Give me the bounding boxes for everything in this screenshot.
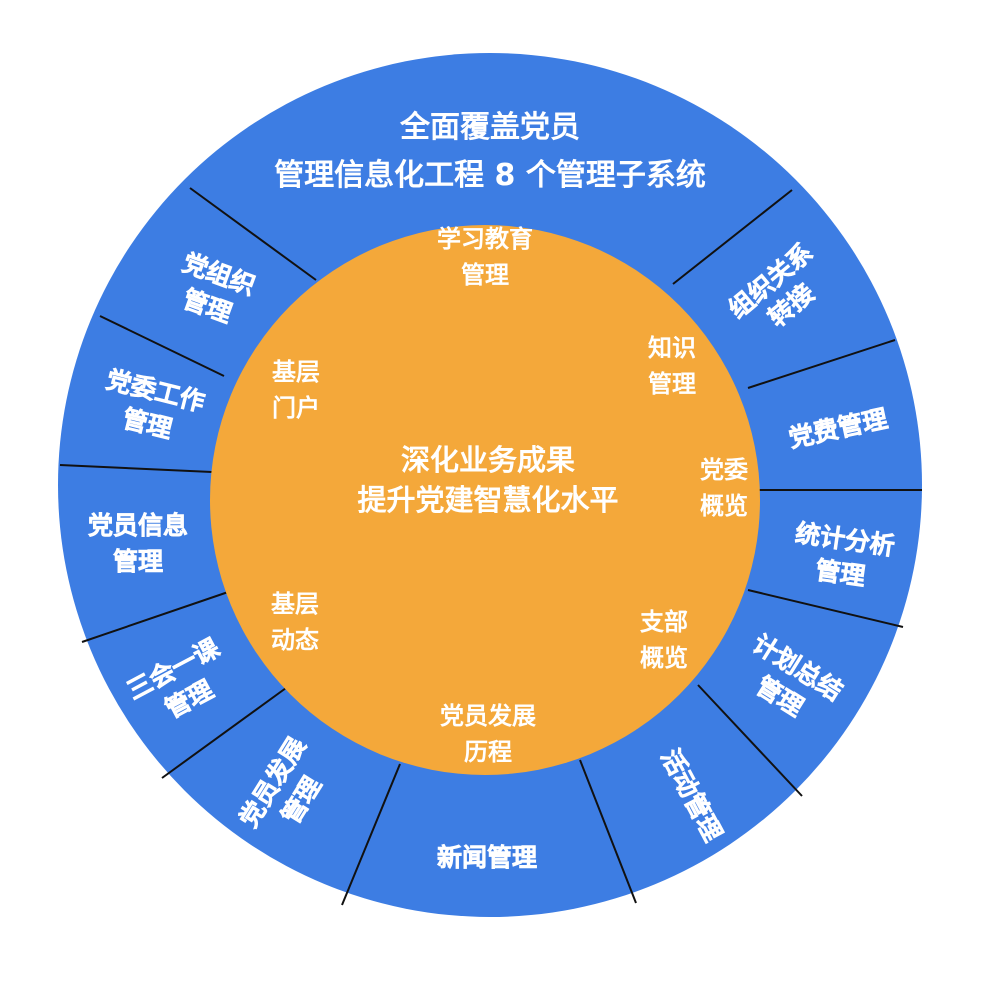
inner-item-xuexi[interactable]: 学习教育 管理: [437, 225, 533, 289]
inner-item-zhibu-gailan-line-2: 概览: [640, 644, 688, 672]
inner-item-zhishi-line-2: 管理: [648, 370, 696, 398]
segment-divider: [747, 339, 896, 389]
inner-item-dangwei-gailan-line-2: 概览: [700, 492, 748, 520]
segment-divider: [579, 759, 637, 904]
segment-divider: [99, 315, 225, 377]
inner-item-fazhan-licheng-line-2: 历程: [464, 738, 512, 766]
title-line-2: 管理信息化工程 8 个管理子系统: [274, 158, 706, 193]
segment-tongji-line-2: 管理: [814, 555, 868, 591]
inner-item-zhibu-gailan[interactable]: 支部 概览: [640, 608, 688, 672]
segment-dangyuan-xinxi-line-2: 管理: [113, 547, 163, 576]
inner-item-xuexi-line-2: 管理: [461, 261, 509, 289]
segment-divider: [747, 589, 904, 628]
inner-item-dangwei-gailan-line-1: 党委: [700, 456, 748, 484]
segment-dividers: [59, 187, 922, 906]
inner-item-jiceng-menhu[interactable]: 基层 门户: [272, 358, 320, 422]
segment-divider: [59, 464, 213, 473]
inner-item-zhishi[interactable]: 知识 管理: [648, 334, 696, 398]
segment-tongji[interactable]: 统计分析 管理: [789, 518, 897, 594]
segment-divider: [672, 189, 793, 285]
segment-xinwen[interactable]: 新闻管理: [437, 843, 538, 873]
inner-item-jiceng-menhu-line-1: 基层: [272, 358, 320, 386]
segment-xinwen-line-1: 新闻管理: [437, 843, 537, 872]
segment-divider: [697, 684, 803, 797]
segment-dangyuan-xinxi[interactable]: 党员信息 管理: [88, 511, 189, 577]
inner-disc: [210, 225, 760, 775]
segment-divider: [341, 763, 401, 906]
segment-dangyuan-xinxi-line-1: 党员信息: [88, 511, 188, 540]
segment-divider: [161, 687, 287, 779]
inner-item-jiceng-dongtai-line-2: 动态: [271, 626, 319, 654]
title-line-1: 全面覆盖党员: [399, 110, 580, 145]
segment-divider: [189, 187, 317, 281]
inner-item-dangwei-gailan[interactable]: 党委 概览: [700, 456, 748, 520]
inner-item-zhishi-line-1: 知识: [648, 334, 696, 362]
center-line-2: 提升党建智慧化水平: [357, 483, 618, 517]
inner-item-zhibu-gailan-line-1: 支部: [640, 608, 688, 636]
segment-divider: [81, 589, 235, 643]
inner-item-xuexi-line-1: 学习教育: [437, 225, 533, 253]
center-line-1: 深化业务成果: [401, 443, 575, 477]
inner-item-fazhan-licheng-line-1: 党员发展: [440, 702, 536, 730]
inner-item-jiceng-dongtai-line-1: 基层: [271, 590, 319, 618]
inner-item-jiceng-dongtai[interactable]: 基层 动态: [271, 590, 319, 654]
inner-item-fazhan-licheng[interactable]: 党员发展 历程: [440, 702, 536, 766]
inner-item-jiceng-menhu-line-2: 门户: [272, 394, 320, 422]
